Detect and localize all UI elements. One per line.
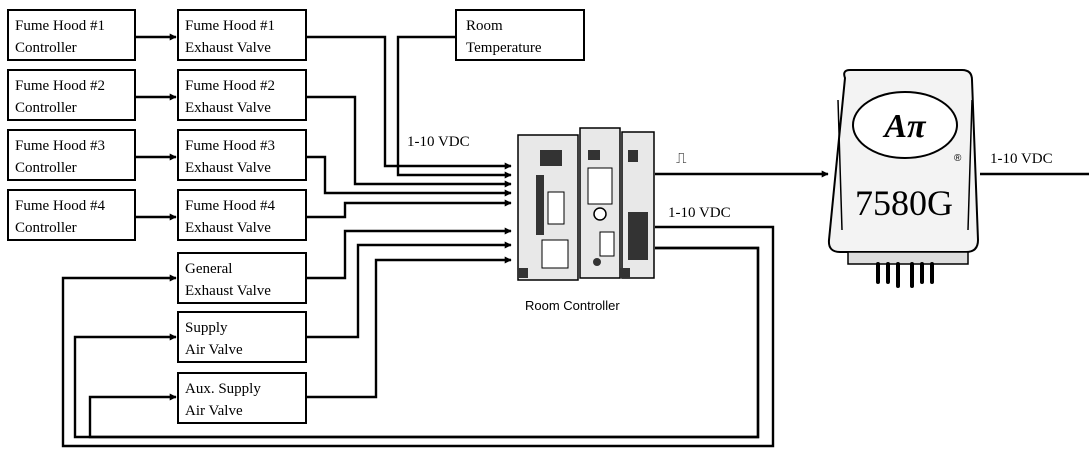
- registered-mark: ®: [954, 153, 962, 164]
- valve-4-line1: Fume Hood #4: [185, 198, 276, 214]
- controller-3-line2: Controller: [15, 160, 77, 176]
- room-temperature-line1: Room: [466, 18, 503, 34]
- controller-1-line2: Controller: [15, 40, 77, 56]
- valve-1-line1: Fume Hood #1: [185, 18, 275, 34]
- valve-6-line2: Air Valve: [185, 342, 243, 358]
- device-output-voltage-label: 1-10 VDC: [990, 151, 1053, 167]
- supply-air-valve-box: Supply Air Valve: [177, 311, 307, 363]
- valve-7-line2: Air Valve: [185, 403, 243, 419]
- fume-hood-1-exhaust-valve-box: Fume Hood #1 Exhaust Valve: [177, 9, 307, 61]
- controller-to-valve-arrows: [135, 33, 177, 221]
- room-temperature-box: Room Temperature: [455, 9, 585, 61]
- valve-5-line1: General: [185, 261, 232, 277]
- 7580g-device: [827, 69, 980, 288]
- fume-hood-1-controller-box: Fume Hood #1 Controller: [7, 9, 136, 61]
- fume-hood-3-exhaust-valve-box: Fume Hood #3 Exhaust Valve: [177, 129, 307, 181]
- valve-7-line1: Aux. Supply: [185, 381, 261, 397]
- room-controller-label: Room Controller: [525, 298, 620, 313]
- device-model-label: 7580G: [855, 183, 953, 223]
- room-temperature-line2: Temperature: [466, 40, 542, 56]
- controller-4-line1: Fume Hood #4: [15, 198, 106, 214]
- pulse-icon: ⎍: [676, 151, 687, 167]
- controller-output-voltage-label: 1-10 VDC: [668, 205, 731, 221]
- fume-hood-2-controller-box: Fume Hood #2 Controller: [7, 69, 136, 121]
- ai-logo: Aπ: [882, 108, 927, 145]
- valve-2-line1: Fume Hood #2: [185, 78, 275, 94]
- general-exhaust-valve-box: General Exhaust Valve: [177, 252, 307, 304]
- fume-hood-3-controller-box: Fume Hood #3 Controller: [7, 129, 136, 181]
- valve-2-line2: Exhaust Valve: [185, 100, 271, 116]
- valve-6-line1: Supply: [185, 320, 228, 336]
- valve-4-line2: Exhaust Valve: [185, 220, 271, 236]
- valve-3-line1: Fume Hood #3: [185, 138, 275, 154]
- aux-supply-air-valve-box: Aux. Supply Air Valve: [177, 372, 307, 424]
- controller-2-line2: Controller: [15, 100, 77, 116]
- valve-5-line2: Exhaust Valve: [185, 283, 271, 299]
- valve-1-line2: Exhaust Valve: [185, 40, 271, 56]
- fume-hood-4-exhaust-valve-box: Fume Hood #4 Exhaust Valve: [177, 189, 307, 241]
- fume-hood-4-controller-box: Fume Hood #4 Controller: [7, 189, 136, 241]
- controller-4-line2: Controller: [15, 220, 77, 236]
- feedback-lines: [61, 225, 775, 448]
- input-voltage-label: 1-10 VDC: [407, 134, 470, 150]
- input-signal-lines: [306, 35, 512, 399]
- room-controller-device: [517, 127, 655, 281]
- controller-1-line1: Fume Hood #1: [15, 18, 105, 34]
- valve-3-line2: Exhaust Valve: [185, 160, 271, 176]
- controller-2-line1: Fume Hood #2: [15, 78, 105, 94]
- fume-hood-2-exhaust-valve-box: Fume Hood #2 Exhaust Valve: [177, 69, 307, 121]
- controller-3-line1: Fume Hood #3: [15, 138, 105, 154]
